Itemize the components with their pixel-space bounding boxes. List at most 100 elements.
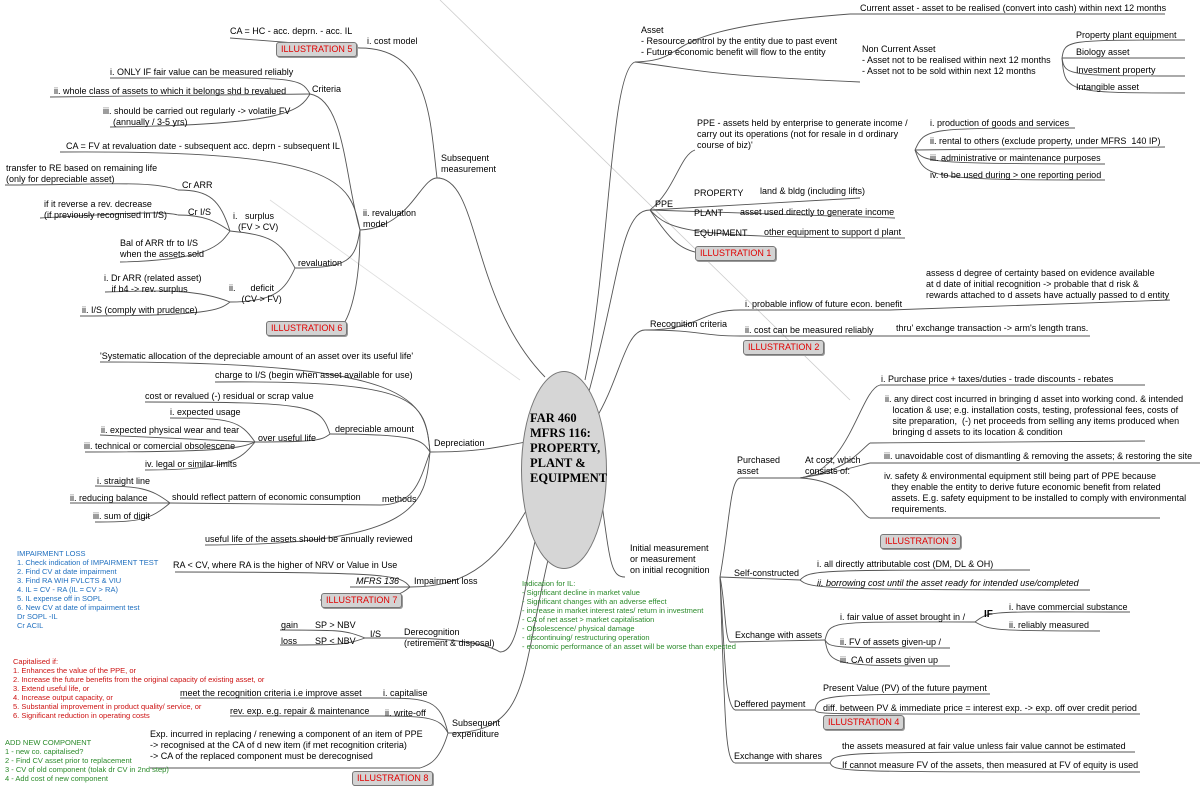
indication-4: - CA of net asset > market capitalisatio…: [522, 615, 655, 624]
useful-life-item-2: ii. expected physical wear and tear: [101, 425, 240, 435]
deficit-is-text: ii. I/S (comply with prudence): [82, 305, 198, 315]
write-off-node[interactable]: ii. write-off: [385, 708, 426, 718]
impairment-rule-text: RA < CV, where RA is the higher of NRV o…: [173, 560, 398, 570]
plant-detail: asset used directly to generate income: [740, 207, 895, 217]
cost-model-node[interactable]: i. cost model: [367, 36, 418, 46]
bal-arr-text: Bal of ARR tfr to I/S when the assets so…: [120, 238, 205, 259]
derecognition-node[interactable]: Derecognition (retirement & disposal): [404, 627, 495, 648]
illustration-7-badge[interactable]: ILLUSTRATION 7: [321, 593, 403, 608]
revaluation-model-node[interactable]: ii. revaluation model: [363, 208, 417, 229]
depreciable-amount-node[interactable]: depreciable amount: [335, 424, 415, 434]
indication-title: Indication for IL:: [522, 579, 576, 588]
ca-given-up-text: iii. CA of assets given up: [840, 655, 939, 665]
write-off-detail: rev. exp. e.g. repair & maintenance: [230, 706, 370, 716]
illustration-8-badge[interactable]: ILLUSTRATION 8: [352, 771, 434, 786]
indication-5: - Obsolescence/ physical damage: [522, 624, 635, 633]
method-pattern-text: should reflect pattern of economic consu…: [172, 492, 361, 502]
purchase-item-2: ii. any direct cost incurred in bringing…: [885, 394, 1184, 437]
arms-length-text: thru' exchange transaction -> arm's leng…: [896, 323, 1089, 333]
method-item-1: i. straight line: [97, 476, 151, 486]
inflow-node[interactable]: i. probable inflow of future econ. benef…: [745, 299, 903, 309]
recognition-criteria-node[interactable]: Recognition criteria: [650, 319, 728, 329]
impairment-step-5: 5. IL expense off in SOPL: [17, 594, 103, 603]
reverse-decrease-text: if it reverse a rev. decrease (if previo…: [44, 199, 168, 220]
revaluation-node[interactable]: revaluation: [298, 258, 343, 268]
exchange-shares-node[interactable]: Exchange with shares: [734, 751, 823, 761]
indication-1: - Significant decline in market value: [522, 588, 640, 597]
self-constructed-node[interactable]: Self-constructed: [734, 568, 800, 578]
initial-measurement-node[interactable]: Initial measurement or measurement on in…: [630, 543, 710, 575]
cr-is-node[interactable]: Cr I/S: [188, 207, 212, 217]
methods-node[interactable]: methods: [382, 494, 417, 504]
deferred-payment-node[interactable]: Deffered payment: [734, 699, 806, 709]
capitalised-title: Capitalised if:: [13, 657, 59, 666]
illustration-1-badge[interactable]: ILLUSTRATION 1: [695, 246, 777, 261]
purchase-item-3: iii. unavoidable cost of dismantling & r…: [884, 451, 1193, 461]
capitalise-node[interactable]: i. capitalise: [383, 688, 428, 698]
equipment-label: EQUIPMENT: [694, 228, 748, 238]
capitalised-item-2: 2. Increase the future benefits from the…: [13, 675, 265, 684]
illustration-4-badge[interactable]: ILLUSTRATION 4: [823, 715, 905, 730]
component-step-1: 1 - new co. capitalised?: [5, 747, 84, 756]
exchange-assets-node[interactable]: Exchange with assets: [735, 630, 823, 640]
surplus-node[interactable]: i. surplus (FV > CV): [233, 211, 279, 232]
if-label: IF: [984, 609, 993, 620]
criteria-item-2: ii. whole class of assets to which it be…: [54, 86, 287, 96]
useful-life-item-1: i. expected usage: [170, 407, 241, 417]
indication-2: - Significant changes with an adverse ef…: [522, 597, 667, 606]
depreciation-charge-text: charge to I/S (begin when asset availabl…: [215, 370, 413, 380]
commercial-substance-text: i. have commercial substance: [1009, 602, 1128, 612]
measured-reliably-node[interactable]: ii. cost can be measured reliably: [745, 325, 874, 335]
ppe-use-3: iii. administrative or maintenance purpo…: [930, 153, 1101, 163]
illustration-2-badge[interactable]: ILLUSTRATION 2: [743, 340, 825, 355]
method-item-3: iii. sum of digit: [93, 511, 151, 521]
fair-value-brought-in: i. fair value of asset brought in /: [840, 612, 966, 622]
mfrs-136-text: MFRS 136: [356, 576, 400, 586]
subsequent-expenditure-node[interactable]: Subsequent expenditure: [452, 718, 501, 739]
illustration-5-badge[interactable]: ILLUSTRATION 5: [276, 42, 358, 57]
illustration-3-badge[interactable]: ILLUSTRATION 3: [880, 534, 962, 549]
property-detail: land & bldg (including lifts): [760, 186, 866, 196]
capitalised-item-6: 6. Significant reduction in operating co…: [13, 711, 150, 720]
impairment-step-2: 2. Find CV at date impairment: [17, 567, 117, 576]
loss-rule: SP < NBV: [315, 636, 356, 646]
nca-item-investment: Investment property: [1076, 65, 1156, 75]
non-current-asset-node[interactable]: Non Current Asset - Asset not to be real…: [862, 44, 1051, 76]
ppe-node[interactable]: PPE: [655, 199, 674, 209]
impairment-step-6: 6. New CV at date of impairment test: [17, 603, 140, 612]
pv-difference-text: diff. between PV & immediate price = int…: [823, 703, 1137, 713]
central-topic-title: FAR 460 MFRS 116: PROPERTY, PLANT & EQUI…: [530, 411, 608, 485]
property-label: PROPERTY: [694, 188, 744, 198]
criteria-item-1: i. ONLY IF fair value can be measured re…: [110, 67, 294, 77]
impairment-steps-title: IMPAIRMENT LOSS: [17, 549, 86, 558]
impairment-loss-node[interactable]: Impairment loss: [414, 576, 478, 586]
present-value-text: Present Value (PV) of the future payment: [823, 683, 987, 693]
central-topic-ellipse[interactable]: [521, 371, 607, 569]
useful-life-item-3: iii. technical or comercial obsolescene: [84, 441, 236, 451]
over-useful-life-node[interactable]: over useful life: [258, 433, 317, 443]
revaluation-formula: CA = FV at revaluation date - subsequent…: [66, 141, 340, 151]
replacing-component-text: Exp. incurred in replacing / renewing a …: [150, 729, 423, 761]
criteria-item-3: iii. should be carried out regularly -> …: [103, 106, 291, 127]
asset-node[interactable]: Asset - Resource control by the entity d…: [641, 25, 838, 57]
ppe-use-2: ii. rental to others (exclude property, …: [930, 136, 1161, 146]
capitalised-item-1: 1. Enhances the value of the PPE, or: [13, 666, 136, 675]
component-title: ADD NEW COMPONENT: [5, 738, 92, 747]
cost-residual-text: cost or revalued (-) residual or scrap v…: [145, 391, 314, 401]
deficit-node[interactable]: ii. deficit (CV > FV): [229, 283, 282, 304]
impairment-step-1: 1. Check indication of IMPAIRMENT TEST: [17, 558, 159, 567]
at-cost-node[interactable]: At cost, which consists of:: [805, 455, 861, 476]
illustration-6-badge[interactable]: ILLUSTRATION 6: [266, 321, 348, 336]
purchased-asset-node[interactable]: Purchased asset: [737, 455, 781, 476]
purchase-item-4: iv. safety & environmental equipment sti…: [884, 471, 1187, 514]
cr-arr-node[interactable]: Cr ARR: [182, 180, 213, 190]
transfer-to-re-text: transfer to RE based on remaining life (…: [6, 163, 158, 184]
reliably-measured-text: ii. reliably measured: [1009, 620, 1090, 630]
depreciation-node[interactable]: Depreciation: [434, 438, 485, 448]
criteria-node[interactable]: Criteria: [312, 84, 342, 94]
dr-arr-text: i. Dr ARR (related asset) if b4 -> rev. …: [104, 273, 202, 294]
subsequent-measurement-node[interactable]: Subsequent measurement: [441, 153, 497, 174]
plant-label: PLANT: [694, 208, 724, 218]
derecognition-is-node[interactable]: I/S: [370, 629, 382, 639]
